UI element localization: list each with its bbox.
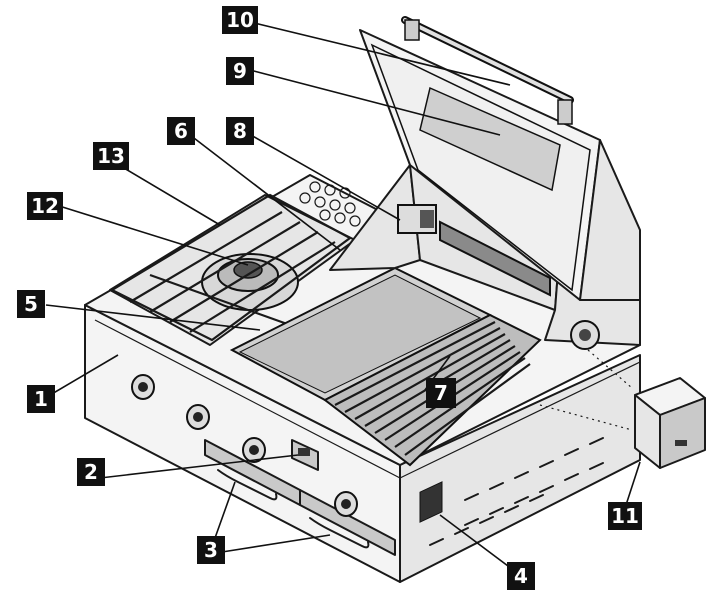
rear-infrared-burner — [439, 220, 551, 297]
callout-6: 6 — [167, 117, 195, 145]
igniter-button — [291, 439, 319, 471]
callout-5-label: 5 — [24, 292, 38, 316]
callout-1-label: 1 — [34, 387, 48, 411]
rotisserie-bracket — [397, 204, 437, 234]
side-burner-area — [109, 193, 356, 346]
drip-tray-right — [299, 489, 396, 556]
callout-8: 8 — [226, 117, 254, 145]
callout-13-label: 13 — [97, 144, 125, 168]
callout-3: 3 — [197, 536, 225, 564]
side-burner-grate — [109, 193, 353, 342]
front-vent-grille — [419, 481, 443, 523]
drip-tray-handle-left — [217, 469, 278, 501]
knob-4 — [334, 491, 358, 517]
callout-9-label: 9 — [233, 59, 247, 83]
rotisserie-motor — [634, 377, 706, 469]
callout-12: 12 — [27, 192, 63, 220]
callout-5: 5 — [17, 290, 45, 318]
callout-13: 13 — [93, 142, 129, 170]
callout-11-label: 11 — [611, 504, 639, 528]
callout-2: 2 — [77, 458, 105, 486]
callout-4: 4 — [507, 562, 535, 590]
hood-handle — [401, 16, 574, 125]
callout-3-label: 3 — [204, 538, 218, 562]
hood-thermometer — [570, 320, 600, 350]
callout-8-label: 8 — [233, 119, 247, 143]
control-knobs — [131, 374, 358, 517]
callout-6-label: 6 — [174, 119, 188, 143]
leader-lines — [44, 21, 641, 576]
knob-1 — [131, 374, 155, 400]
drip-tray-handle-right — [309, 517, 370, 549]
callout-1: 1 — [27, 385, 55, 413]
knob-2 — [186, 404, 210, 430]
callout-2-label: 2 — [84, 460, 98, 484]
hood-light — [419, 86, 561, 192]
callout-4-label: 4 — [514, 564, 528, 588]
callout-7: 7 — [426, 378, 456, 408]
callout-10-label: 10 — [226, 8, 254, 32]
callout-9: 9 — [226, 57, 254, 85]
callout-10: 10 — [222, 6, 258, 34]
hood — [359, 16, 641, 350]
side-vents — [429, 437, 604, 546]
callout-11: 11 — [608, 502, 642, 530]
knob-3 — [242, 437, 266, 463]
callout-7-label: 7 — [434, 381, 448, 405]
callout-12-label: 12 — [31, 194, 59, 218]
